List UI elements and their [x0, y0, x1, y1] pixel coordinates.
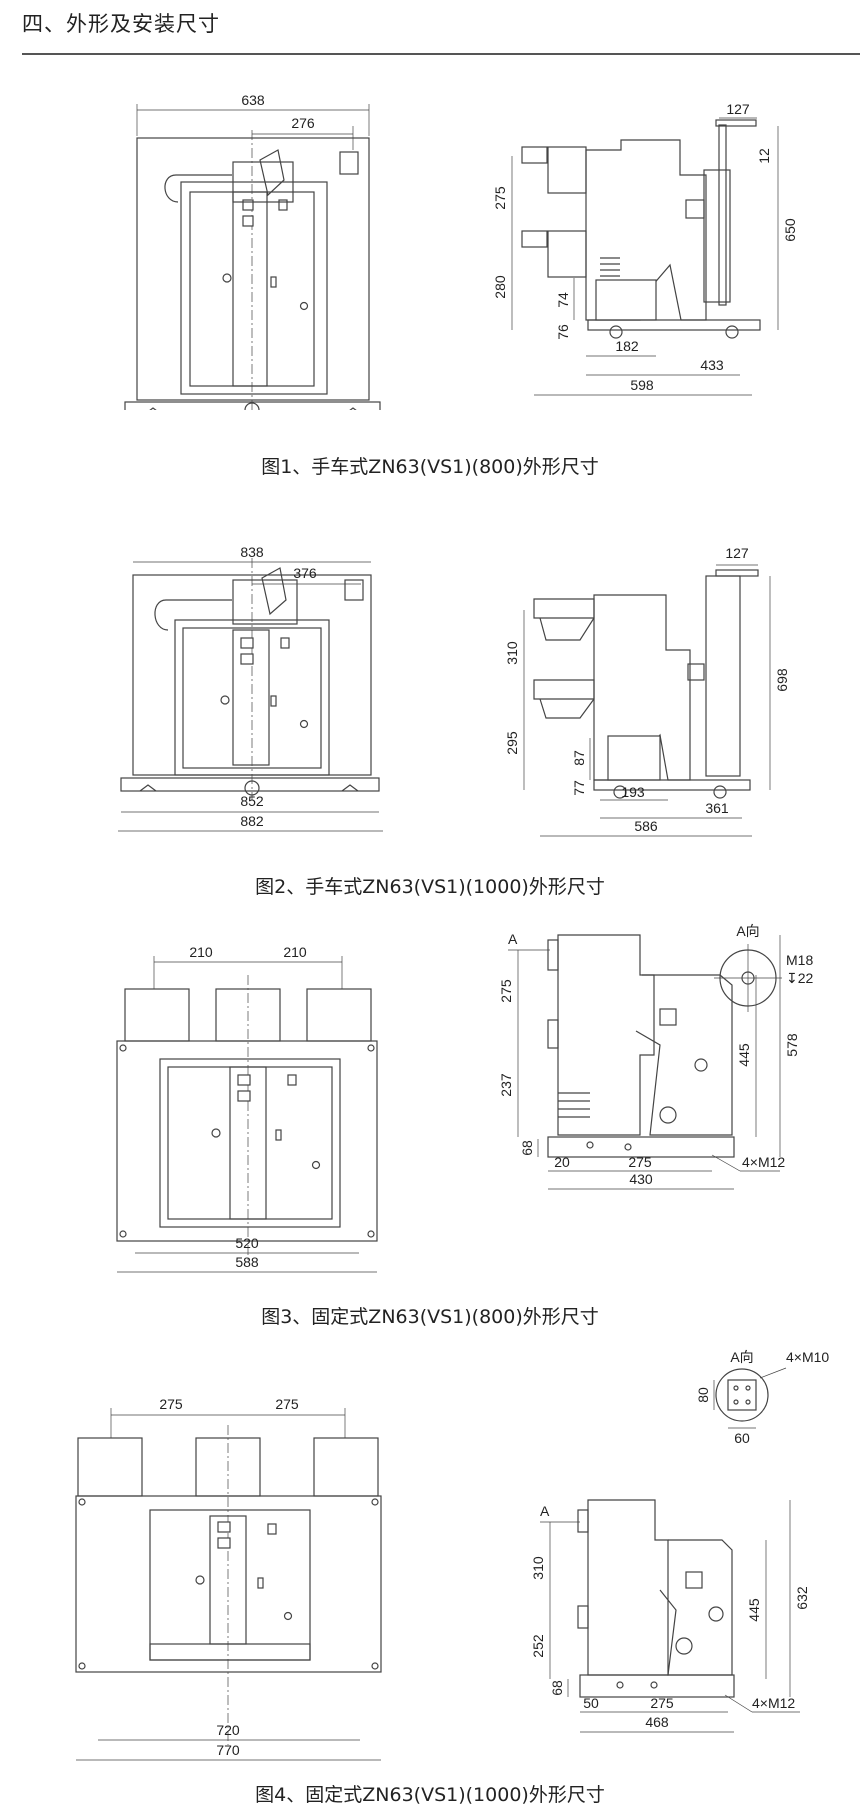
dim-87: 87	[571, 750, 587, 766]
dim-276: 276	[291, 115, 315, 131]
dim-770: 770	[216, 1742, 240, 1758]
dim-720: 720	[216, 1722, 240, 1738]
dim-237: 237	[498, 1073, 514, 1097]
header-divider	[22, 53, 860, 55]
dim-445: 445	[736, 1043, 752, 1067]
dim-275: 275	[498, 979, 514, 1003]
figure-3-caption: 图3、固定式ZN63(VS1)(800)外形尺寸	[261, 1306, 599, 1328]
dim-598: 598	[630, 377, 654, 393]
dim-50: 50	[583, 1695, 599, 1711]
dim-430: 430	[629, 1171, 653, 1187]
section-title: 四、外形及安装尺寸	[22, 12, 220, 36]
dim-193: 193	[621, 784, 645, 800]
dim-275-base: 275	[628, 1154, 652, 1170]
fig2-side-view: 127 698 310 295 87 77 193 361 586	[504, 545, 790, 837]
detail-4xm10-label: 4×M10	[786, 1349, 829, 1365]
figure-3-drawing: 210 210 520 588 A向 M18 ↧22 A	[116, 923, 814, 1273]
fig4-front-view: 275 275 720 770	[75, 1396, 382, 1761]
dim-638: 638	[241, 92, 265, 108]
dim-275-right: 275	[275, 1396, 299, 1412]
fig3-side-view: A 275 237 68 445 578 20 275 430 4×M12	[498, 931, 800, 1190]
dim-127: 127	[726, 101, 750, 117]
dim-838: 838	[240, 544, 264, 560]
detail-depth-22-label: ↧22	[786, 970, 814, 986]
figure-4-drawing: A向 4×M10 80 60 275 275 720 770 A	[75, 1349, 829, 1761]
dim-275-left: 275	[159, 1396, 183, 1412]
dim-77: 77	[571, 780, 587, 796]
figure-4-caption: 图4、固定式ZN63(VS1)(1000)外形尺寸	[255, 1784, 605, 1806]
dim-578: 578	[784, 1033, 800, 1057]
dim-76: 76	[555, 324, 571, 340]
arrow-a-label: A	[540, 1503, 550, 1519]
dim-852: 852	[240, 793, 264, 809]
dim-468: 468	[645, 1714, 669, 1730]
dim-433: 433	[700, 357, 724, 373]
fig4-side-view: A 310 252 68 445 632 50 275 468 4×M12	[530, 1499, 810, 1733]
section-header: 四、外形及安装尺寸	[0, 0, 860, 56]
detail-m18-label: M18	[786, 952, 813, 968]
dim-20: 20	[554, 1154, 570, 1170]
dim-520: 520	[235, 1235, 259, 1251]
fig2-front-view: 838 376 852 882	[118, 544, 383, 832]
dim-650: 650	[782, 218, 798, 242]
dim-275: 275	[492, 186, 508, 210]
dim-210-right: 210	[283, 944, 307, 960]
dim-12: 12	[756, 148, 772, 164]
dim-210-left: 210	[189, 944, 213, 960]
figure-1-caption: 图1、手车式ZN63(VS1)(800)外形尺寸	[261, 456, 599, 478]
dim-252: 252	[530, 1634, 546, 1658]
dim-68: 68	[519, 1140, 535, 1156]
fig1-side-view: 127 12 650 275 280 74 76 182 433 598	[492, 101, 798, 396]
dim-310: 310	[504, 641, 520, 665]
figure-2-caption: 图2、手车式ZN63(VS1)(1000)外形尺寸	[255, 876, 605, 898]
dim-68: 68	[549, 1680, 565, 1696]
dim-586: 586	[634, 818, 658, 834]
dim-698: 698	[774, 668, 790, 692]
dim-275-base: 275	[650, 1695, 674, 1711]
detail-60-label: 60	[734, 1430, 750, 1446]
dim-632: 632	[794, 1586, 810, 1610]
detail-a-view-label: A向	[736, 923, 759, 939]
dim-127: 127	[725, 545, 749, 561]
dim-882: 882	[240, 813, 264, 829]
fig3-detail-a: A向 M18 ↧22	[714, 923, 814, 1012]
dim-295: 295	[504, 731, 520, 755]
dim-445: 445	[746, 1598, 762, 1622]
detail-80-label: 80	[695, 1387, 711, 1403]
fig1-front-view: 638 276 652 681	[124, 92, 381, 410]
detail-a-view-label: A向	[730, 1349, 753, 1365]
figure-2-drawing: 838 376 852 882 127 698 310 295 87 77 19…	[118, 544, 790, 837]
dim-376: 376	[293, 565, 317, 581]
dim-280: 280	[492, 275, 508, 299]
figure-1-drawing: 638 276 652 681 127 12 650 275 280 74 76	[124, 92, 798, 410]
fig4-detail-a: A向 4×M10 80 60	[695, 1349, 829, 1446]
dim-361: 361	[705, 800, 729, 816]
dim-310: 310	[530, 1556, 546, 1580]
fig3-front-view: 210 210 520 588	[116, 944, 378, 1273]
dim-74: 74	[555, 292, 571, 308]
dim-4xm12: 4×M12	[752, 1695, 795, 1711]
dim-4xm12: 4×M12	[742, 1154, 785, 1170]
dim-588: 588	[235, 1254, 259, 1270]
arrow-a-label: A	[508, 931, 518, 947]
dim-182: 182	[615, 338, 639, 354]
